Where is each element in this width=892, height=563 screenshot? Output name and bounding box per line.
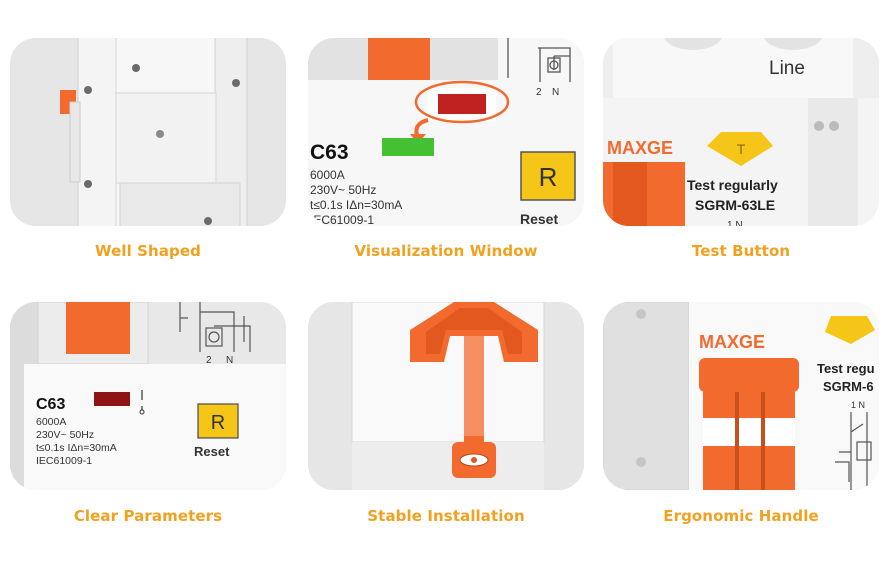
din-rail-clip-closeup (308, 302, 584, 490)
model-label: C63 (36, 396, 65, 413)
test-regularly-label: Test regu (817, 361, 875, 376)
caption-clear-parameters: Clear Parameters (73, 507, 223, 525)
indicator-window-closeup: 2 N C63 6000A 230V~ 50Hz t≤0.1s IΔn=30mA… (308, 38, 584, 226)
brand-logo: MAXGE (699, 332, 765, 352)
reset-key-letter: R (539, 162, 558, 192)
breaking-capacity-label: 6000A (310, 168, 345, 182)
green-indicator-window (382, 138, 434, 156)
voltage-label: 230V~ 50Hz (36, 429, 94, 441)
line-label: Line (769, 58, 805, 79)
test-regularly-label: Test regularly (687, 177, 778, 193)
parameter-label-closeup: 2 N C63 6000A 230V~ 50Hz t≤0.1s IΔn=30mA… (10, 302, 286, 490)
test-button-icon (825, 316, 875, 344)
terminal-2-label: 2 (536, 87, 542, 98)
trip-label: t≤0.1s IΔn=30mA (36, 442, 117, 454)
trip-label: t≤0.1s IΔn=30mA (310, 198, 402, 212)
model-label: SGRM-6 (823, 379, 874, 394)
test-button-icon[interactable] (707, 132, 773, 166)
feature-card-well-shaped (10, 38, 286, 226)
terminal-label: 1 N (727, 220, 743, 226)
model-label: C63 (310, 141, 349, 164)
reset-label: Reset (194, 444, 230, 459)
terminal-2-label: 2 (206, 355, 212, 366)
reset-key-icon (197, 403, 239, 439)
terminal-n-label: N (552, 87, 559, 98)
caption-visualization-window: Visualization Window (354, 242, 538, 260)
standard-label: IEC61009-1 (310, 213, 374, 226)
wiring-diagram-icon (179, 302, 251, 352)
standard-label: IEC61009-1 (36, 455, 92, 467)
orange-handle (699, 358, 799, 490)
reset-key-icon (520, 151, 576, 201)
reset-key-letter: R (211, 412, 225, 434)
brand-logo: MAXGE (607, 138, 673, 158)
feature-card-ergonomic-handle: MAXGE Test regu SGRM-6 1 N (603, 302, 879, 490)
feature-card-clear-parameters: 2 N C63 6000A 230V~ 50Hz t≤0.1s IΔn=30mA… (10, 302, 286, 490)
highlight-ellipse (414, 80, 510, 124)
caption-test-button: Test Button (691, 242, 791, 260)
feature-card-stable-installation (308, 302, 584, 490)
wiring-diagram-icon (507, 38, 571, 82)
test-key-letter: T (737, 141, 746, 157)
handle-closeup: MAXGE Test regu SGRM-6 1 N (603, 302, 879, 490)
terminal-label: 1 N (851, 400, 865, 410)
mounting-clip (410, 302, 538, 478)
test-button-closeup: Line MAXGE T Test regularly SGRM-63LE 1 … (603, 38, 879, 226)
caption-well-shaped: Well Shaped (94, 242, 202, 260)
breaking-capacity-label: 6000A (36, 416, 66, 428)
model-label: SGRM-63LE (695, 197, 775, 213)
breaker-side-view (10, 38, 286, 226)
voltage-label: 230V~ 50Hz (310, 183, 376, 197)
terminal-n-label: N (226, 355, 233, 366)
feature-card-test-button: Line MAXGE T Test regularly SGRM-63LE 1 … (603, 38, 879, 226)
caption-ergonomic-handle: Ergonomic Handle (663, 507, 819, 525)
indicator-window (94, 392, 130, 406)
caption-stable-installation: Stable Installation (367, 507, 525, 525)
feature-card-visualization-window: 2 N C63 6000A 230V~ 50Hz t≤0.1s IΔn=30mA… (308, 38, 584, 226)
reset-label: Reset (520, 211, 558, 226)
wiring-diagram-icon (835, 412, 872, 490)
